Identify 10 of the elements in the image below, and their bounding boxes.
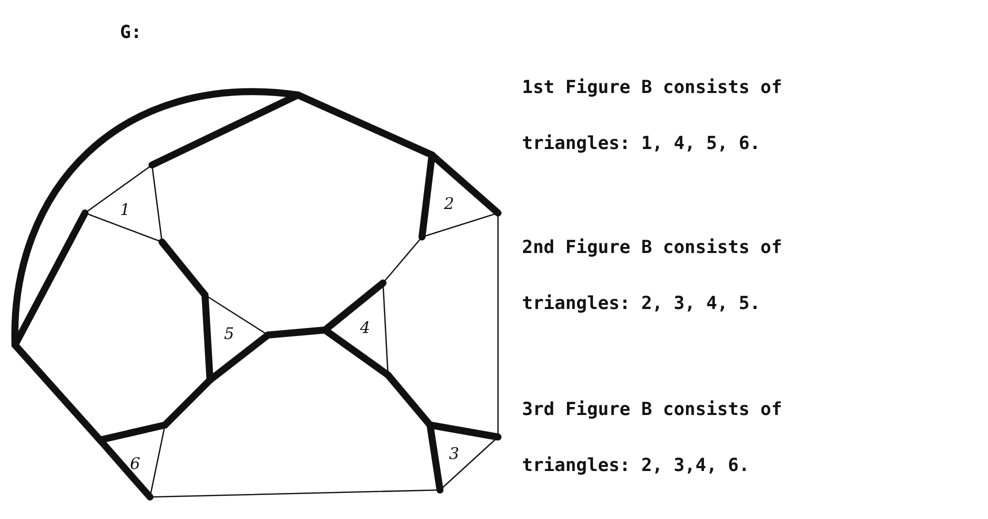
face-number: 3 [449,444,460,463]
note-text: 1st Figure B consists of triangles: 1, 4, 5, 6. [522,76,784,156]
note-text: 2nd Figure B consists of triangles: 2, 3, 4, 5. [522,236,784,316]
face-number: 4 [360,318,370,337]
face-number: 5 [224,324,234,343]
face-number: 2 [444,194,454,213]
face-number: 1 [120,200,130,219]
note-text: 3rd Figure B consists of triangles: 2, 3,4, 6. [522,398,784,478]
face-number: 6 [130,454,140,473]
graph-label: G: [120,22,142,43]
